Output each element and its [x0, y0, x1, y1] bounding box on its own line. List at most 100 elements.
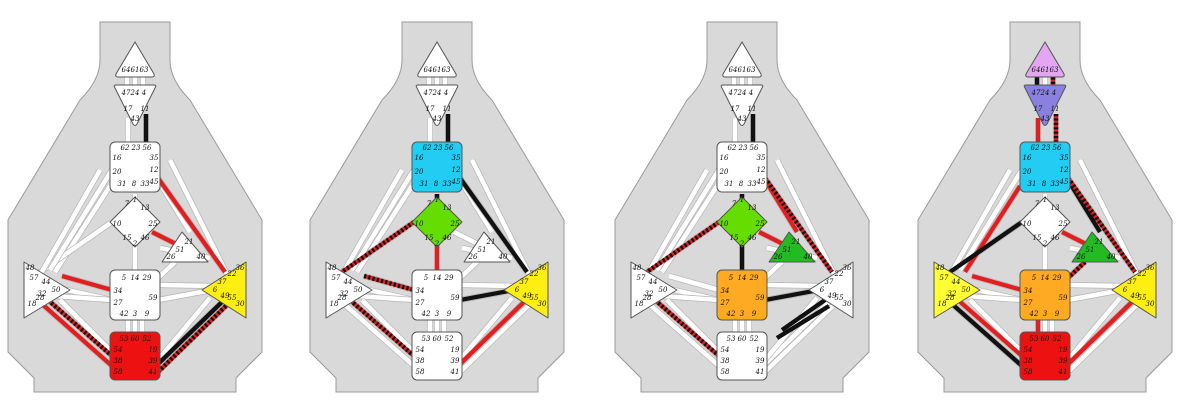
- gate-label: 40: [498, 253, 508, 261]
- gate-label: 31: [118, 180, 127, 188]
- gate-label: 7: [427, 200, 432, 208]
- gate-label: 42: [119, 310, 129, 318]
- channel-activation-both-stripes: [653, 298, 721, 358]
- gate-label: 63: [140, 66, 149, 74]
- gate-label: 40: [1106, 253, 1116, 261]
- gate-label: 9: [1055, 310, 1060, 318]
- gate-label: 24: [1040, 89, 1050, 97]
- gate-label: 46: [1050, 234, 1060, 242]
- channel: [1077, 158, 1141, 278]
- gate-label: 6: [820, 286, 825, 294]
- channel: [647, 302, 721, 368]
- gate-label: 47: [121, 89, 131, 97]
- gate-label: 4: [443, 89, 448, 97]
- gate-label: 40: [196, 253, 206, 261]
- gate-label: 38: [1024, 357, 1033, 365]
- channel-activation-design: [156, 176, 227, 274]
- channel-activation-personality: [459, 287, 515, 303]
- gate-label: 52: [1053, 335, 1062, 343]
- gate-label: 30: [1146, 300, 1155, 308]
- gate-label: 3: [1043, 310, 1048, 318]
- gate-label: 63: [442, 66, 451, 74]
- channel-activation-both-stripes: [348, 298, 416, 358]
- gate-label: 3: [133, 310, 138, 318]
- gate-label: 49: [1130, 292, 1140, 300]
- ajna-center: [720, 84, 764, 126]
- gate-label: 48: [935, 264, 945, 272]
- gate-label: 18: [330, 300, 339, 308]
- gate-label: 27: [113, 299, 123, 307]
- gate-label: 16: [415, 154, 424, 162]
- gate-label: 63: [747, 66, 756, 74]
- gate-label: 27: [720, 299, 730, 307]
- gate-label: 13: [1051, 204, 1060, 212]
- root-center: [411, 331, 463, 381]
- channel-activation-both-stripes: [340, 220, 416, 274]
- gate-label: 31: [420, 180, 429, 188]
- gate-label: 36: [843, 264, 852, 272]
- spleen-center: [23, 261, 71, 319]
- gate-label: 45: [756, 178, 766, 186]
- gate-label: 62: [121, 144, 130, 152]
- gate-label: 16: [1023, 154, 1032, 162]
- gate-label: 36: [236, 264, 245, 272]
- gate-label: 16: [113, 154, 122, 162]
- channel: [458, 260, 479, 280]
- gate-label: 45: [1059, 178, 1069, 186]
- channel: [469, 158, 533, 278]
- channel: [661, 293, 720, 303]
- gate-label: 12: [452, 166, 461, 174]
- channel-activation-personality: [775, 304, 831, 340]
- g-center: [411, 196, 463, 248]
- gate-label: 2: [132, 240, 138, 248]
- gate-label: 50: [659, 286, 668, 294]
- gate-label: 22: [834, 270, 844, 278]
- gate-label: 29: [1052, 274, 1062, 282]
- gate-label: 18: [28, 300, 37, 308]
- gate-label: 62: [423, 144, 432, 152]
- gate-label: 53: [422, 335, 431, 343]
- channel: [1067, 287, 1123, 303]
- gate-label: 27: [1023, 299, 1033, 307]
- gate-label: 12: [1060, 166, 1069, 174]
- gate-label: 53: [1030, 335, 1039, 343]
- gate-label: 17: [426, 105, 435, 113]
- gate-label: 15: [730, 234, 739, 242]
- channel: [156, 260, 177, 280]
- gate-label: 33: [1051, 180, 1060, 188]
- gate-label: 16: [720, 154, 729, 162]
- gate-label: 35: [1060, 154, 1069, 162]
- channel-activation-both-stripes: [46, 298, 114, 358]
- channel: [1066, 300, 1142, 374]
- gate-label: 49: [827, 292, 837, 300]
- gate-label: 43: [130, 115, 140, 123]
- gate-label: 8: [1042, 180, 1047, 188]
- gate-label: 17: [1034, 105, 1043, 113]
- gate-label: 38: [114, 357, 123, 365]
- gate-label: 60: [738, 335, 747, 343]
- gate-label: 21: [1094, 238, 1104, 246]
- gate-label: 42: [421, 310, 431, 318]
- gate-label: 11: [141, 105, 150, 113]
- gate-label: 31: [725, 180, 734, 188]
- gate-label: 49: [220, 292, 230, 300]
- gate-label: 15: [425, 234, 434, 242]
- gate-label: 41: [450, 368, 460, 376]
- g-center: [1019, 196, 1071, 248]
- gate-label: 61: [1041, 66, 1050, 74]
- gate-label: 8: [739, 180, 744, 188]
- gate-label: 4: [748, 89, 753, 97]
- head-center: [417, 41, 457, 78]
- gate-label: 56: [143, 144, 152, 152]
- gate-label: 44: [41, 278, 51, 286]
- gate-label: 37: [218, 278, 227, 286]
- gate-label: 57: [30, 274, 39, 282]
- gate-label: 29: [444, 274, 454, 282]
- gate-label: 23: [131, 144, 141, 152]
- gate-label: 35: [150, 154, 159, 162]
- gate-label: 10: [113, 220, 122, 228]
- root-center: [716, 331, 768, 381]
- sacral-center: [716, 269, 768, 321]
- gate-label: 2: [434, 240, 440, 248]
